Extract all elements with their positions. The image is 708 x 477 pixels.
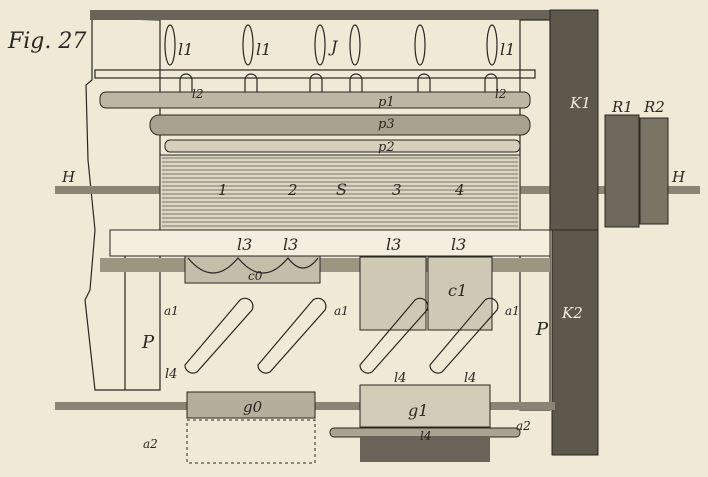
- label-l2: l2: [192, 87, 203, 101]
- label-1: 1: [218, 181, 228, 199]
- label-c1: c1: [448, 281, 467, 300]
- label-l3: l3: [451, 235, 466, 254]
- label-R1: R1: [611, 98, 633, 116]
- wheel-K1: [549, 9, 599, 231]
- label-c0: c0: [248, 269, 263, 283]
- figure-title: Fig. 27: [7, 29, 86, 54]
- label-l3: l3: [237, 235, 252, 254]
- label-a2: a2: [516, 419, 531, 433]
- roller-p3: [149, 114, 531, 136]
- bar-l3: [109, 229, 551, 257]
- label-2: 2: [287, 181, 298, 199]
- label-l3: l3: [283, 235, 298, 254]
- guide-rod: [94, 69, 536, 79]
- top-frame-bar: [90, 10, 550, 20]
- label-K2: K2: [561, 304, 583, 322]
- label-g1: g1: [408, 401, 428, 420]
- label-g0: g0: [243, 398, 263, 416]
- lens-row-J: [164, 24, 498, 66]
- label-K1: K1: [569, 94, 591, 112]
- cylinder-c1-right: [427, 256, 493, 331]
- label-H: H: [61, 168, 76, 186]
- roller-p1: [99, 91, 531, 109]
- label-H: H: [671, 168, 686, 186]
- label-4: 4: [454, 181, 465, 199]
- label-S: S: [336, 180, 347, 199]
- label-l4: l4: [420, 429, 431, 443]
- roller-g0: [186, 391, 316, 419]
- label-a1: a1: [334, 304, 349, 318]
- block-g1-bottom: [360, 437, 490, 462]
- cam-c0: [184, 255, 321, 284]
- label-l1: l1: [178, 40, 193, 59]
- roller-p2: [164, 139, 521, 153]
- label-l2: l2: [495, 87, 506, 101]
- label-l1: l1: [500, 40, 515, 59]
- label-a1: a1: [505, 304, 520, 318]
- wheel-K2: [551, 229, 599, 456]
- roller-g0-dashed-position: [186, 419, 316, 464]
- cylinder-c1-left: [359, 256, 427, 331]
- label-l1: l1: [256, 40, 271, 59]
- hook-row-l2: [179, 73, 498, 100]
- label-l4: l4: [464, 371, 476, 386]
- label-a1: a1: [164, 304, 179, 318]
- label-l3: l3: [386, 235, 401, 254]
- label-R2: R2: [643, 98, 665, 116]
- label-p2: p2: [378, 140, 395, 155]
- label-l4: l4: [394, 371, 406, 386]
- label-p3: p3: [378, 117, 395, 132]
- label-l4: l4: [165, 367, 177, 382]
- needle-comb-S: [159, 154, 521, 231]
- label-P: P: [535, 319, 549, 340]
- pulley-R1: [604, 114, 640, 228]
- label-P: P: [141, 332, 155, 353]
- pulley-R2: [639, 117, 669, 225]
- label-a2: a2: [143, 437, 158, 451]
- label-3: 3: [392, 181, 402, 199]
- roller-g1: [359, 384, 491, 428]
- slanted-loops: [184, 297, 499, 374]
- label-p1: p1: [378, 95, 395, 110]
- label-J: J: [328, 37, 339, 56]
